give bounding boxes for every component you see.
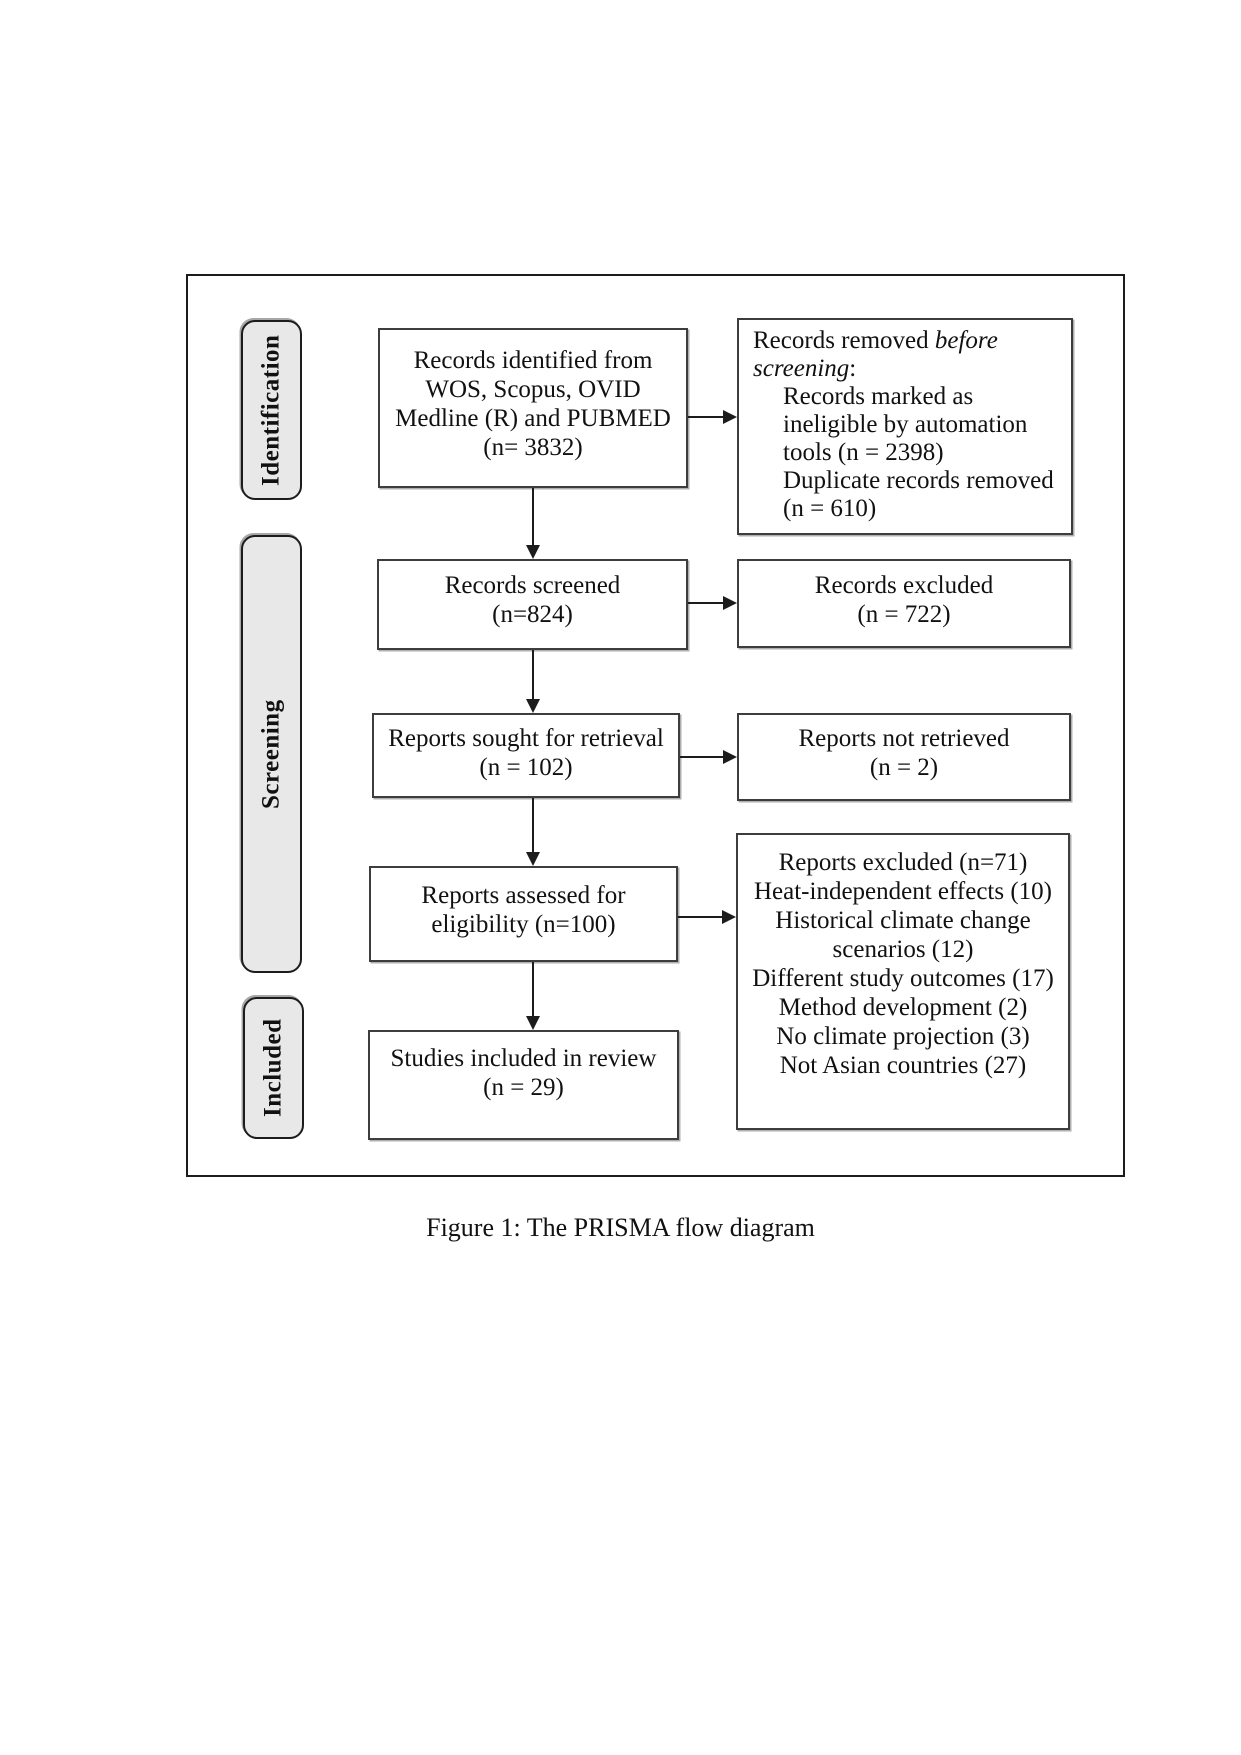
stage-label-included: Included <box>243 997 304 1139</box>
stage-label-screening-text: Screening <box>257 699 285 809</box>
figure-caption: Figure 1: The PRISMA flow diagram <box>426 1213 815 1242</box>
arrow-sought-to-not-retrieved <box>680 750 737 764</box>
arrow-screened-to-excluded <box>688 596 737 610</box>
box-records-excluded: Records excluded (n = 722) <box>737 559 1071 648</box>
records-removed-reason-duplicates: Duplicate records removed (n = 610) <box>783 467 1054 522</box>
box-reports-assessed: Reports assessed for eligibility (n=100) <box>369 866 678 962</box>
records-removed-head-italic: before screening <box>753 327 998 382</box>
box-records-removed: Records removed before screening: Record… <box>737 318 1073 535</box>
stage-label-screening: Screening <box>241 535 302 973</box>
stage-label-included-text: Included <box>259 1018 287 1118</box>
arrow-assessed-to-reports-excluded <box>678 910 736 924</box>
arrow-sought-to-assessed <box>526 798 540 866</box>
box-records-screened-text: Records screened (n=824) <box>444 572 621 628</box>
box-reports-sought: Reports sought for retrieval (n = 102) <box>372 713 680 798</box>
box-reports-assessed-text: Reports assessed for eligibility (n=100) <box>421 882 626 938</box>
box-reports-not-retrieved-text: Reports not retrieved (n = 2) <box>798 725 1010 781</box>
box-records-screened: Records screened (n=824) <box>377 559 688 650</box>
box-records-excluded-text: Records excluded (n = 722) <box>814 572 994 628</box>
arrow-identified-to-screened <box>526 488 540 559</box>
box-records-identified-text: Records identified from WOS, Scopus, OVI… <box>395 347 671 461</box>
records-removed-head-normal: Records removed <box>753 327 935 354</box>
arrow-assessed-to-included <box>526 962 540 1030</box>
box-studies-included-text: Studies included in review (n = 29) <box>390 1045 657 1101</box>
stage-label-identification-text: Identification <box>257 334 285 486</box>
box-reports-excluded-text: Reports excluded (n=71) Heat-independent… <box>752 849 1054 1079</box>
records-removed-head-suffix: : <box>849 355 857 382</box>
box-reports-not-retrieved: Reports not retrieved (n = 2) <box>737 713 1071 801</box>
box-reports-sought-text: Reports sought for retrieval (n = 102) <box>388 725 664 781</box>
arrow-screened-to-sought <box>526 650 540 713</box>
stage-label-identification: Identification <box>241 320 302 500</box>
box-records-identified: Records identified from WOS, Scopus, OVI… <box>378 328 688 488</box>
box-studies-included: Studies included in review (n = 29) <box>368 1030 679 1140</box>
box-reports-excluded: Reports excluded (n=71) Heat-independent… <box>736 833 1070 1130</box>
arrow-identified-to-removed <box>688 410 737 424</box>
records-removed-reason-automation: Records marked as ineligible by automati… <box>783 383 1028 466</box>
box-records-removed-heading: Records removed before screening: <box>753 327 1061 383</box>
